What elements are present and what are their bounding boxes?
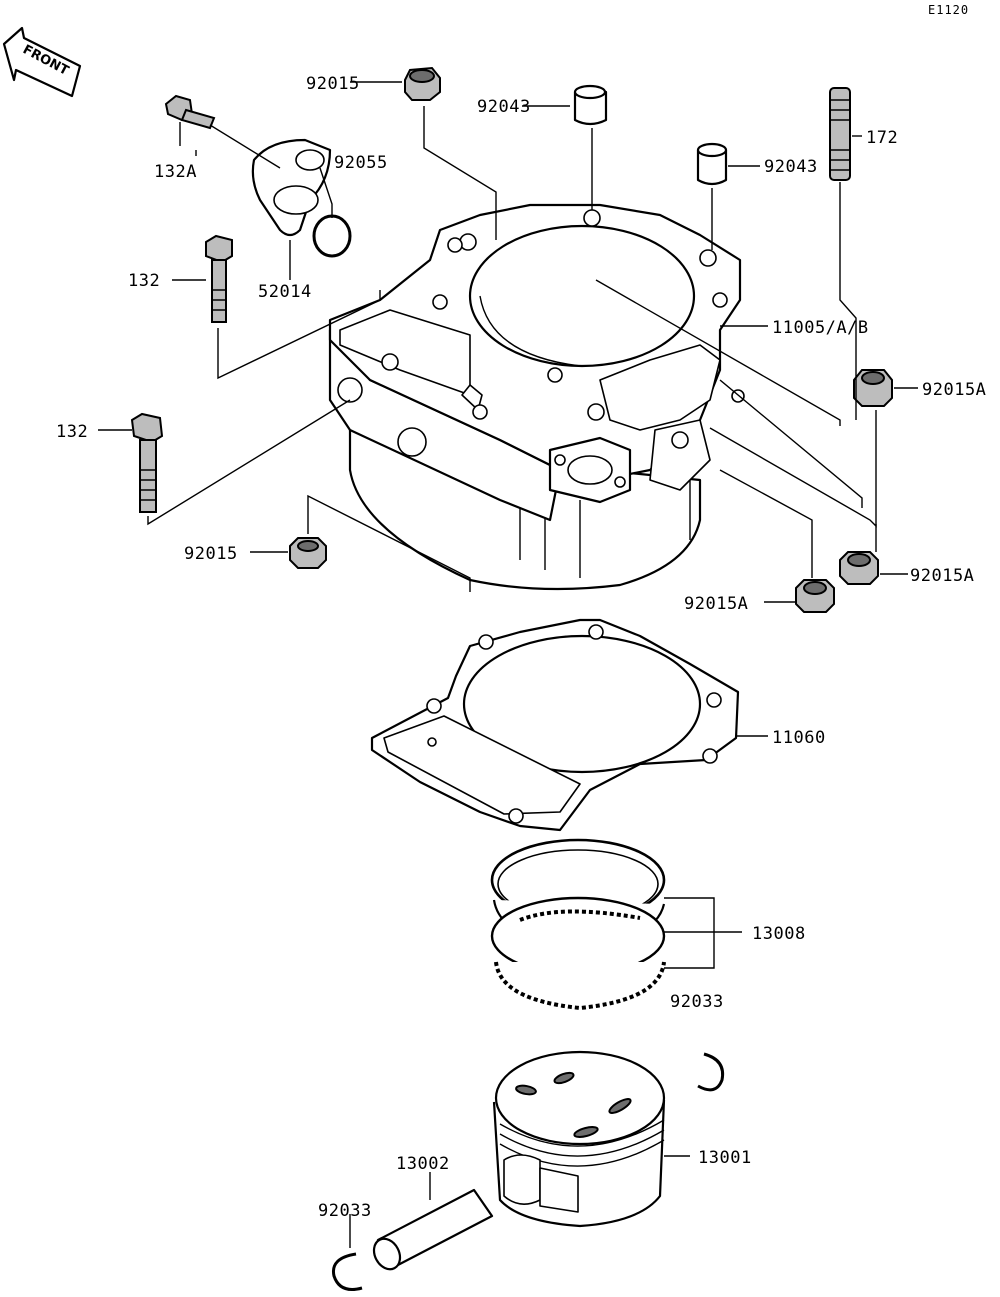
label-13008: 13008 bbox=[752, 924, 806, 944]
label-92015A-lower-right: 92015A bbox=[910, 566, 974, 586]
cylinder-block bbox=[328, 203, 745, 591]
label-92033-clip: 92033 bbox=[318, 1201, 372, 1221]
bolt-132A bbox=[164, 94, 216, 130]
piston-rings-13008 bbox=[490, 838, 666, 976]
bolt-132-b bbox=[130, 412, 164, 513]
leader-lines bbox=[98, 81, 918, 737]
base-gasket-11060 bbox=[370, 618, 740, 832]
diagram-code: E1120 bbox=[928, 3, 969, 17]
label-92043-a: 92043 bbox=[477, 97, 531, 117]
label-92015-top: 92015 bbox=[306, 74, 360, 94]
dowel-92043-a bbox=[573, 84, 608, 126]
label-11060: 11060 bbox=[772, 728, 826, 748]
o-ring-92055 bbox=[312, 214, 352, 258]
label-92055: 92055 bbox=[334, 153, 388, 173]
bolt-132-a bbox=[205, 234, 233, 323]
label-13002: 13002 bbox=[396, 1154, 450, 1174]
label-92033-ring: 92033 bbox=[670, 992, 724, 1012]
label-132A: 132A bbox=[154, 162, 197, 182]
label-13001: 13001 bbox=[698, 1148, 752, 1168]
front-arrow-icon: FRONT bbox=[2, 26, 82, 98]
ring-leaders bbox=[664, 897, 742, 969]
nut-92015A-right bbox=[853, 369, 893, 407]
nut-92015A-lower-right bbox=[839, 551, 879, 585]
label-11005: 11005/A/B bbox=[772, 318, 869, 338]
piston-13001 bbox=[492, 1050, 690, 1228]
label-92015A-right: 92015A bbox=[922, 380, 986, 400]
label-92015A-bottom: 92015A bbox=[684, 594, 748, 614]
label-52014: 52014 bbox=[258, 282, 312, 302]
nut-92015A-bottom bbox=[795, 579, 835, 613]
dowel-92043-b bbox=[696, 142, 728, 186]
piston-pin-13002 bbox=[372, 1172, 494, 1271]
label-132-a: 132 bbox=[128, 271, 160, 291]
label-92015-left: 92015 bbox=[184, 544, 238, 564]
label-132-b: 132 bbox=[56, 422, 88, 442]
circlip-upper bbox=[697, 1052, 725, 1092]
circlip-92033-lower bbox=[331, 1214, 363, 1291]
label-172: 172 bbox=[866, 128, 898, 148]
stud-172 bbox=[829, 87, 851, 181]
label-92043-b: 92043 bbox=[764, 157, 818, 177]
oil-ring-expander-92033 bbox=[494, 909, 666, 1010]
nut-92015-left bbox=[289, 537, 327, 569]
nut-92015-top bbox=[404, 66, 441, 101]
